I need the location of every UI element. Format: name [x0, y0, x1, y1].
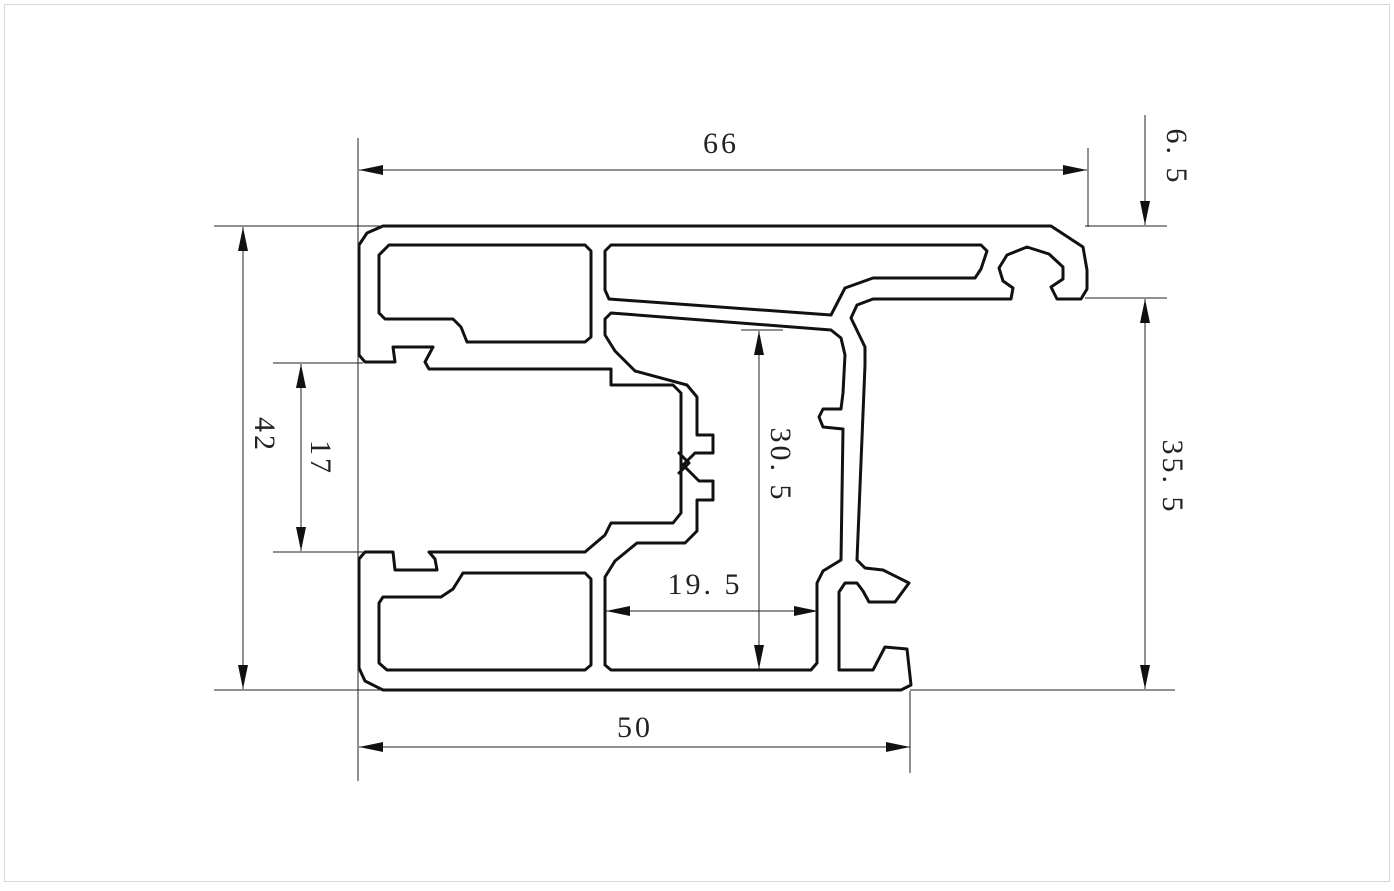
dim-bottom-width: 50 — [617, 711, 653, 744]
profile-drawing: 66 50 19. 5 42 17 30. 5 6. 5 35. 5 — [214, 115, 1193, 781]
dimension-lines — [214, 115, 1175, 781]
outer-contour — [357, 224, 1089, 692]
chamber-central — [603, 311, 847, 672]
dim-inner-width: 19. 5 — [668, 568, 743, 601]
dim-overall-height: 42 — [248, 417, 281, 453]
chamber-top-left — [377, 243, 593, 344]
drawing-frame: 66 50 19. 5 42 17 30. 5 6. 5 35. 5 — [4, 4, 1390, 882]
profile-notch — [677, 451, 691, 475]
dim-inner-opening: 17 — [304, 440, 337, 476]
dim-inner-depth: 30. 5 — [764, 428, 797, 503]
chamber-top-wedge — [603, 243, 989, 317]
chamber-bottom-left — [377, 571, 593, 672]
dim-overall-width: 66 — [703, 127, 739, 160]
dim-right-height: 35. 5 — [1156, 440, 1189, 515]
profile-outline — [357, 224, 1089, 692]
dim-top-lip: 6. 5 — [1160, 129, 1193, 186]
dimension-labels: 66 50 19. 5 42 17 30. 5 6. 5 35. 5 — [248, 127, 1193, 744]
